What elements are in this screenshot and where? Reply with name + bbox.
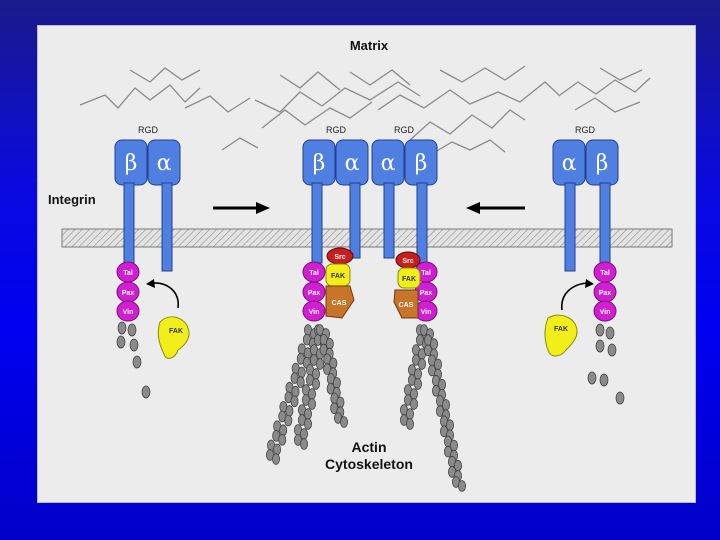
svg-text:Tal: Tal [309,270,319,277]
actin-monomer [296,376,305,388]
curved-arrow-icon [146,279,179,309]
fak-label: FAK [331,273,345,280]
curved-arrow-icon [561,279,594,311]
talin-label: Tal [123,270,133,277]
actin-monomer [311,378,320,390]
svg-text:Tal: Tal [421,270,431,277]
rgd-label: RGD [326,125,347,135]
actin-monomer [285,405,294,417]
svg-text:CAS: CAS [399,302,414,309]
beta-subunit-tail [123,182,135,272]
integrin-center-right: α β RGD [371,125,438,264]
integrin-label: Integrin [48,192,96,207]
actin-monomer [297,366,306,379]
actin-monomer [315,358,324,370]
actin-monomer [417,358,426,370]
beta-label: β [415,151,428,176]
cell-membrane [61,228,673,248]
rgd-label: RGD [138,125,159,135]
actin-monomer [279,424,288,437]
beta-label: β [125,151,138,176]
matrix-fibers [79,65,651,156]
arrow-right-icon [213,202,270,214]
actin-monomer [405,418,414,430]
alpha-label: α [562,151,577,176]
actin-monomer [409,398,418,410]
center-right-focal-complex: Tal Pax Vin Src FAK CAS [393,251,438,322]
svg-text:FAK: FAK [402,276,416,283]
actin-label: Actin [352,439,387,455]
paxillin-label: Pax [122,290,135,297]
svg-text:FAK: FAK [554,326,568,333]
svg-text:Pax: Pax [308,290,321,297]
fak-right: FAK [544,314,578,357]
svg-text:Src: Src [402,258,413,265]
actin-monomer [457,480,466,492]
src-label: Src [334,254,345,261]
actin-filaments [265,324,466,492]
actin-monomer [413,378,422,390]
vinculin-label: Vin [123,309,134,316]
svg-text:Vin: Vin [421,309,432,316]
actin-monomer [273,443,282,456]
fak-left: FAK [157,316,190,359]
svg-text:Vin: Vin [309,309,320,316]
actin-monomer [307,398,316,410]
actin-monomer [291,385,300,398]
alpha-label: α [381,151,396,176]
integrin-right: α β RGD [552,125,619,272]
svg-text:Tal: Tal [600,270,610,277]
matrix-label: Matrix [350,38,389,53]
arrow-left-icon [466,202,525,214]
beta-label: β [596,151,609,176]
diagram-panel [37,25,696,503]
actin-monomer [271,453,280,465]
cas-label: CAS [332,300,347,307]
rgd-label: RGD [575,125,596,135]
actin-monomer [290,395,299,408]
alpha-label: α [157,151,172,176]
actin-monomer [339,416,348,428]
right-adhesion-complex: Tal Pax Vin [587,261,625,405]
alpha-subunit-tail [161,182,173,272]
integrin-center-left: β α RGD [302,125,369,264]
cytoskeleton-label: Cytoskeleton [325,456,413,472]
center-left-focal-complex: Tal Pax Vin Src FAK CAS [302,247,355,322]
rgd-label: RGD [394,125,415,135]
alpha-label: α [345,151,360,176]
actin-monomer [299,438,308,450]
beta-label: β [313,151,326,176]
actin-monomer [303,418,312,430]
fak-label: FAK [169,328,183,335]
svg-text:Pax: Pax [420,290,433,297]
svg-text:Pax: Pax [599,290,612,297]
actin-monomer [278,433,287,446]
actin-monomer [284,414,293,427]
svg-text:Vin: Vin [600,309,611,316]
integrin-left: β α RGD [114,125,181,272]
left-adhesion-complex: Tal Pax Vin [116,261,151,399]
